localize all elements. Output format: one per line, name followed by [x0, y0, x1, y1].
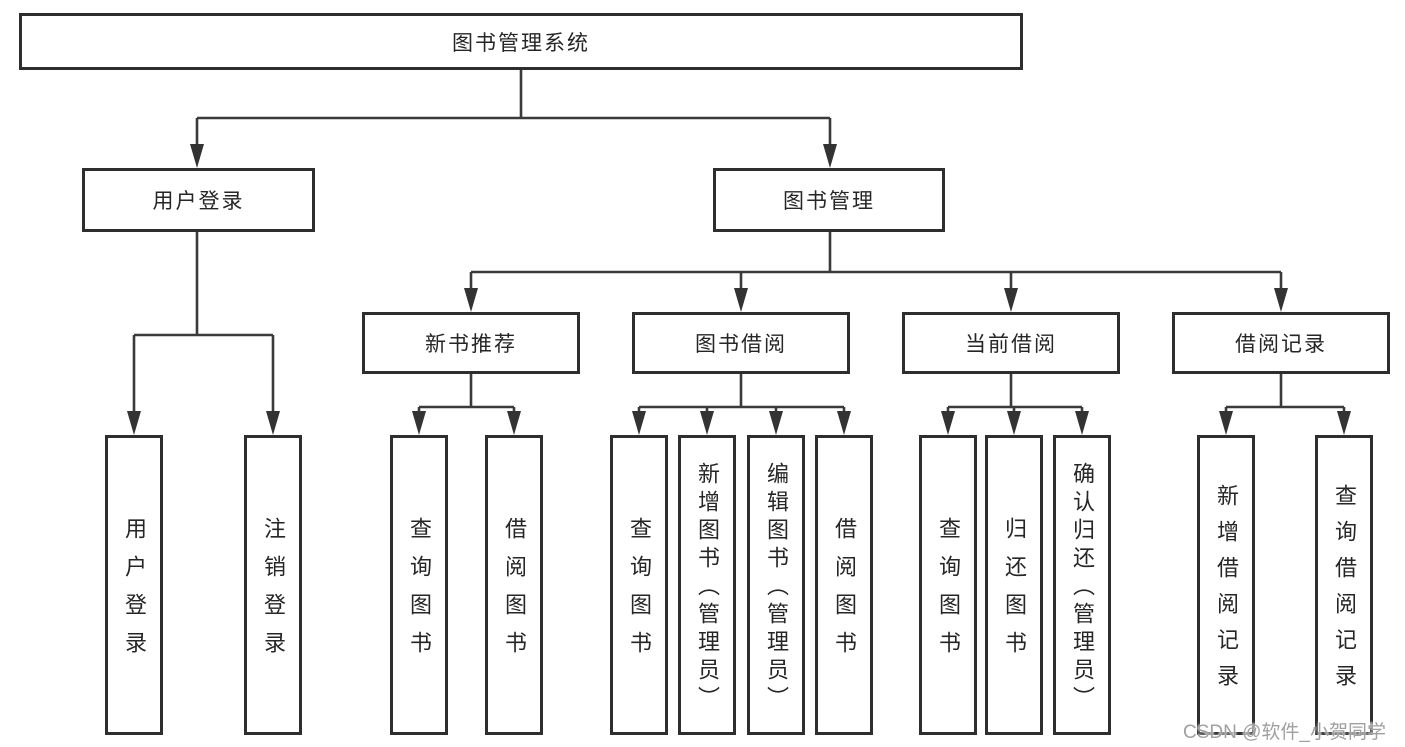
arrow-down-icon	[190, 144, 204, 168]
arrow-down-icon	[1274, 288, 1288, 312]
leaf-return-books: 归还图书	[985, 435, 1043, 735]
arrow-down-icon	[837, 411, 851, 435]
leaf-query-books-borrow: 查询图书	[610, 435, 668, 735]
node-book-management: 图书管理	[713, 168, 945, 232]
connector-newbook-to-leaves	[412, 374, 521, 435]
arrow-down-icon	[412, 411, 426, 435]
csdn-watermark: CSDN @软件_小贺同学	[1183, 722, 1386, 743]
node-label: 新增借阅记录	[1214, 484, 1239, 700]
node-label: 新增图书（管理员）	[695, 462, 720, 714]
connector-login-to-leaves	[127, 232, 280, 435]
connector-root-to-level2	[190, 70, 837, 168]
node-label: 查询图书	[407, 517, 432, 669]
leaf-query-books-recommend: 查询图书	[390, 435, 448, 735]
arrow-down-icon	[769, 411, 783, 435]
arrow-down-icon	[1075, 411, 1089, 435]
arrow-down-icon	[734, 288, 748, 312]
leaf-borrow-books-recommend: 借阅图书	[485, 435, 543, 735]
connector-bookmgmt-to-level3	[464, 232, 1288, 312]
leaf-add-borrow-record: 新增借阅记录	[1197, 435, 1255, 735]
leaf-add-books-admin: 新增图书（管理员）	[678, 435, 736, 735]
leaf-user-login: 用户登录	[105, 435, 163, 735]
arrow-down-icon	[700, 411, 714, 435]
arrow-down-icon	[823, 144, 837, 168]
node-current-borrow: 当前借阅	[902, 312, 1120, 374]
node-label: 新书推荐	[425, 333, 517, 356]
node-label: 编辑图书（管理员）	[764, 462, 789, 714]
node-user-login: 用户登录	[82, 168, 315, 232]
node-borrow-records: 借阅记录	[1172, 312, 1390, 374]
arrow-down-icon	[464, 288, 478, 312]
connector-records-to-leaves	[1219, 374, 1351, 435]
arrow-down-icon	[266, 411, 280, 435]
node-root-system: 图书管理系统	[19, 13, 1023, 70]
arrow-down-icon	[507, 411, 521, 435]
connector-current-to-leaves	[941, 374, 1089, 435]
arrow-down-icon	[1004, 288, 1018, 312]
node-label: 查询图书	[627, 517, 652, 669]
node-new-book-recommend: 新书推荐	[362, 312, 580, 374]
node-label: 用户登录	[122, 517, 147, 669]
node-label: 查询图书	[936, 517, 961, 669]
arrow-down-icon	[127, 411, 141, 435]
node-label: 图书管理	[783, 190, 875, 213]
leaf-edit-books-admin: 编辑图书（管理员）	[747, 435, 805, 735]
node-label: 当前借阅	[965, 333, 1057, 356]
arrow-down-icon	[632, 411, 646, 435]
node-label: 借阅图书	[502, 517, 527, 669]
leaf-borrow-books: 借阅图书	[815, 435, 873, 735]
connector-borrow-to-leaves	[632, 374, 851, 435]
node-label: 图书管理系统	[452, 31, 590, 55]
arrow-down-icon	[1007, 411, 1021, 435]
leaf-confirm-return-admin: 确认归还（管理员）	[1053, 435, 1111, 735]
arrow-down-icon	[1337, 411, 1351, 435]
leaf-query-borrow-record: 查询借阅记录	[1315, 435, 1373, 735]
node-label: 归还图书	[1002, 517, 1027, 669]
arrow-down-icon	[941, 411, 955, 435]
leaf-query-books-current: 查询图书	[919, 435, 977, 735]
node-label: 用户登录	[152, 190, 245, 213]
node-label: 注销登录	[261, 517, 286, 669]
node-label: 借阅记录	[1235, 333, 1327, 356]
node-book-borrow: 图书借阅	[632, 312, 850, 374]
node-label: 确认归还（管理员）	[1070, 462, 1095, 714]
node-label: 借阅图书	[832, 517, 857, 669]
leaf-logout: 注销登录	[244, 435, 302, 735]
arrow-down-icon	[1219, 411, 1233, 435]
node-label: 查询借阅记录	[1332, 484, 1357, 700]
node-label: 图书借阅	[695, 333, 787, 356]
